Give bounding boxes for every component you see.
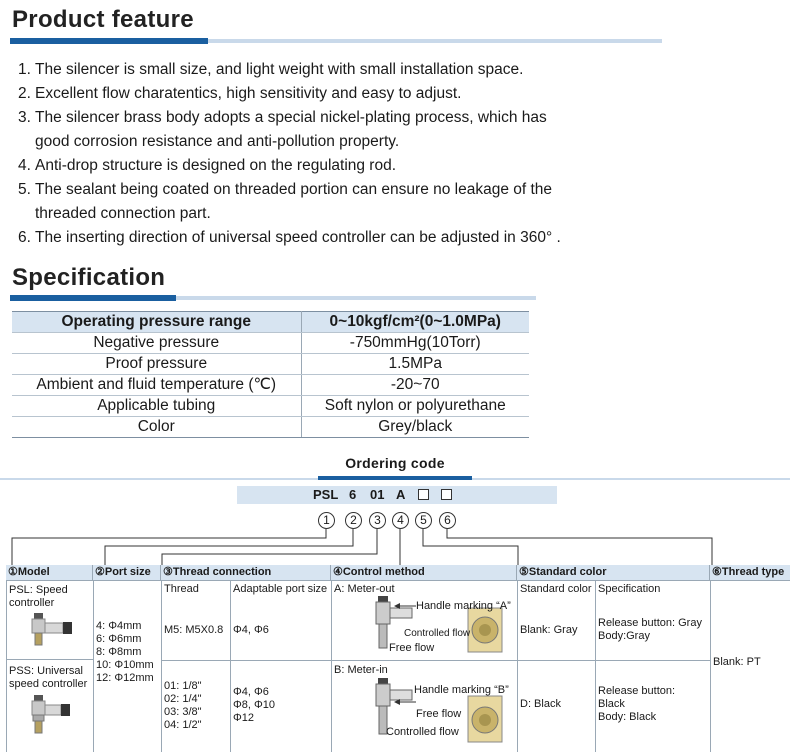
ordering-code-title: Ordering code <box>345 455 445 471</box>
product-feature-title: Product feature <box>12 6 194 33</box>
header-thread-type: ⑥Thread type <box>710 565 790 580</box>
table-row: Negative pressure-750mmHg(10Torr) <box>12 332 529 354</box>
port-size-list: 4: Φ4mm 6: Φ6mm 8: Φ8mm 10: Φ10mm 12: Φ1… <box>96 620 154 684</box>
standard-color-label: Standard color <box>520 583 592 595</box>
code-model: PSL <box>313 487 339 502</box>
code-circle-2: 2 <box>345 512 362 529</box>
control-a-handle: Handle marking “A” <box>416 600 511 612</box>
feature-item: 6.The inserting direction of universal s… <box>18 229 561 246</box>
specification-label: Specification <box>598 583 661 595</box>
color-blank: Blank: Gray <box>520 624 578 636</box>
ordering-divider-accent <box>318 476 472 480</box>
thread-type-value: Blank: PT <box>713 656 761 668</box>
code-circle-3: 3 <box>369 512 386 529</box>
code-circle-5: 5 <box>415 512 432 529</box>
psl-product-image <box>31 613 72 646</box>
thread-m5-ports: Φ4, Φ6 <box>233 624 269 636</box>
adaptable-port-label: Adaptable port size <box>233 583 328 595</box>
code-circle-4: 4 <box>392 512 409 529</box>
control-b-handle: Handle marking “B” <box>414 684 509 696</box>
ordering-code-box: PSL 6 01 A <box>237 486 557 504</box>
header-port-size: ②Port size <box>93 565 161 580</box>
code-thread: 01 <box>370 487 385 502</box>
color-blank-spec: Release button: Gray Body:Gray <box>598 617 702 642</box>
header-control-method: ④Control method <box>331 565 517 580</box>
feature-item: 1.The silencer is small size, and light … <box>18 61 524 78</box>
feature-item: 2.Excellent flow charatentics, high sens… <box>18 85 462 102</box>
header-model: ①Model <box>6 565 93 580</box>
control-b-controlled: Controlled flow <box>386 726 459 738</box>
control-b-label: B: Meter-in <box>334 664 388 676</box>
meter-out-diagram <box>375 596 503 653</box>
color-d-spec: Release button: Black Body: Black <box>598 685 676 723</box>
table-row: Ambient and fluid temperature (℃)-20~70 <box>12 374 529 396</box>
control-b-free: Free flow <box>416 708 462 720</box>
pss-product-image <box>31 695 70 734</box>
code-control: A <box>396 487 406 502</box>
feature-item: 3.The silencer brass body adopts a speci… <box>18 109 547 150</box>
feature-item: 5.The sealant being coated on threaded p… <box>18 181 553 222</box>
code-size: 6 <box>349 487 357 502</box>
thread-m5: M5: M5X0.8 <box>164 624 224 636</box>
thread-pt-ports: Φ4, Φ6 Φ8, Φ10 Φ12 <box>233 686 276 724</box>
control-a-controlled: Controlled flow <box>404 628 471 639</box>
header-thread-connection: ③Thread connection <box>161 565 331 580</box>
thread-pt-list: 01: 1/8" 02: 1/4" 03: 3/8" 04: 1/2" <box>164 680 202 731</box>
header-standard-color: ⑤Standard color <box>517 565 710 580</box>
feature-item: 4.Anti-drop structure is designed on the… <box>18 157 397 174</box>
specification-title: Specification <box>12 264 166 291</box>
code-circle-6: 6 <box>439 512 456 529</box>
code-connector-lines <box>11 529 713 566</box>
color-d: D: Black <box>520 698 561 710</box>
code-color-box <box>418 489 429 500</box>
code-type-box <box>441 489 452 500</box>
code-circle-1: 1 <box>318 512 335 529</box>
thread-col-label: Thread <box>164 583 199 595</box>
feature-list: 1.The silencer is small size, and light … <box>18 58 778 250</box>
meter-in-diagram <box>375 678 503 743</box>
control-a-label: A: Meter-out <box>334 583 395 595</box>
control-a-free: Free flow <box>389 642 435 654</box>
